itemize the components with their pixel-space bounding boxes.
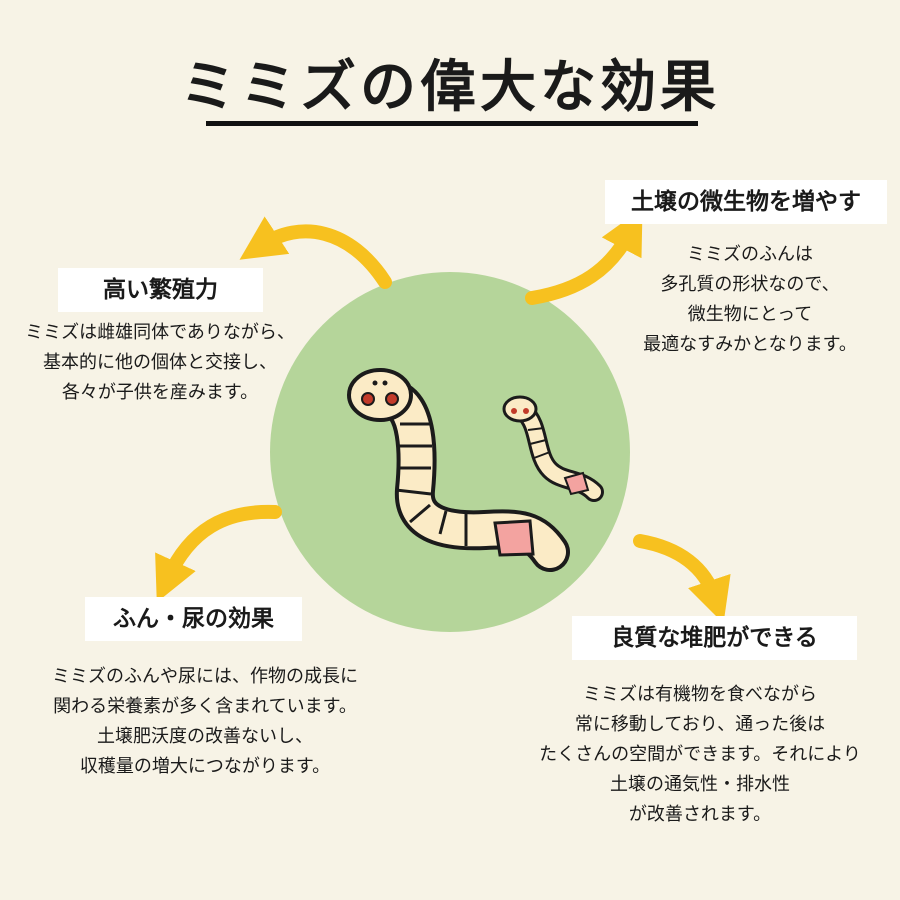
label-compost: 良質な堆肥ができる	[572, 616, 857, 660]
desc-line: 土壌肥沃度の改善ないし、	[97, 726, 313, 747]
arrow-to-excrement-icon	[155, 504, 282, 603]
small-worm-icon	[502, 395, 604, 502]
arrow-to-compost-icon	[633, 534, 731, 624]
desc-line: ミミズのふんや尿には、作物の成長に	[52, 666, 358, 687]
desc-line: 各々が子供を産みます。	[61, 382, 259, 403]
desc-microbes: ミミズのふんは 多孔質の形状なので、 微生物にとって 最適なすみかとなります。	[610, 240, 890, 360]
desc-line: 最適なすみかとなります。	[643, 334, 857, 355]
desc-line: が改善されます。	[628, 804, 772, 825]
desc-fecundity: ミミズは雌雄同体でありながら、 基本的に他の個体と交接し、 各々が子供を産みます…	[0, 318, 320, 408]
desc-line: 微生物にとって	[687, 304, 813, 325]
desc-line: 常に移動しており、通った後は	[574, 714, 826, 735]
desc-line: ミミズは雌雄同体でありながら、	[25, 322, 295, 343]
label-microbes: 土壌の微生物を増やす	[605, 180, 887, 224]
center-circle	[270, 272, 630, 632]
desc-line: 基本的に他の個体と交接し、	[43, 352, 277, 373]
arrow-to-fecundity-icon	[239, 216, 392, 289]
desc-excrement: ミミズのふんや尿には、作物の成長に 関わる栄養素が多く含まれています。 土壌肥沃…	[10, 662, 400, 782]
page-title: ミミズの偉大な効果	[180, 54, 720, 120]
arrow-to-microbes-icon	[525, 208, 643, 305]
big-worm-icon	[347, 368, 570, 572]
desc-line: ミミズのふんは	[687, 244, 813, 265]
desc-compost: ミミズは有機物を食べながら 常に移動しており、通った後は たくさんの空間ができま…	[505, 680, 895, 830]
title-underline	[206, 121, 698, 126]
desc-line: 多孔質の形状なので、	[660, 274, 840, 295]
desc-line: 土壌の通気性・排水性	[610, 774, 790, 795]
label-excrement: ふん・尿の効果	[85, 597, 302, 641]
desc-line: 関わる栄養素が多く含まれています。	[53, 696, 357, 717]
label-fecundity: 高い繁殖力	[58, 268, 263, 312]
desc-line: たくさんの空間ができます。それにより	[539, 744, 861, 765]
desc-line: 収穫量の増大につながります。	[79, 756, 331, 777]
desc-line: ミミズは有機物を食べながら	[583, 684, 817, 705]
